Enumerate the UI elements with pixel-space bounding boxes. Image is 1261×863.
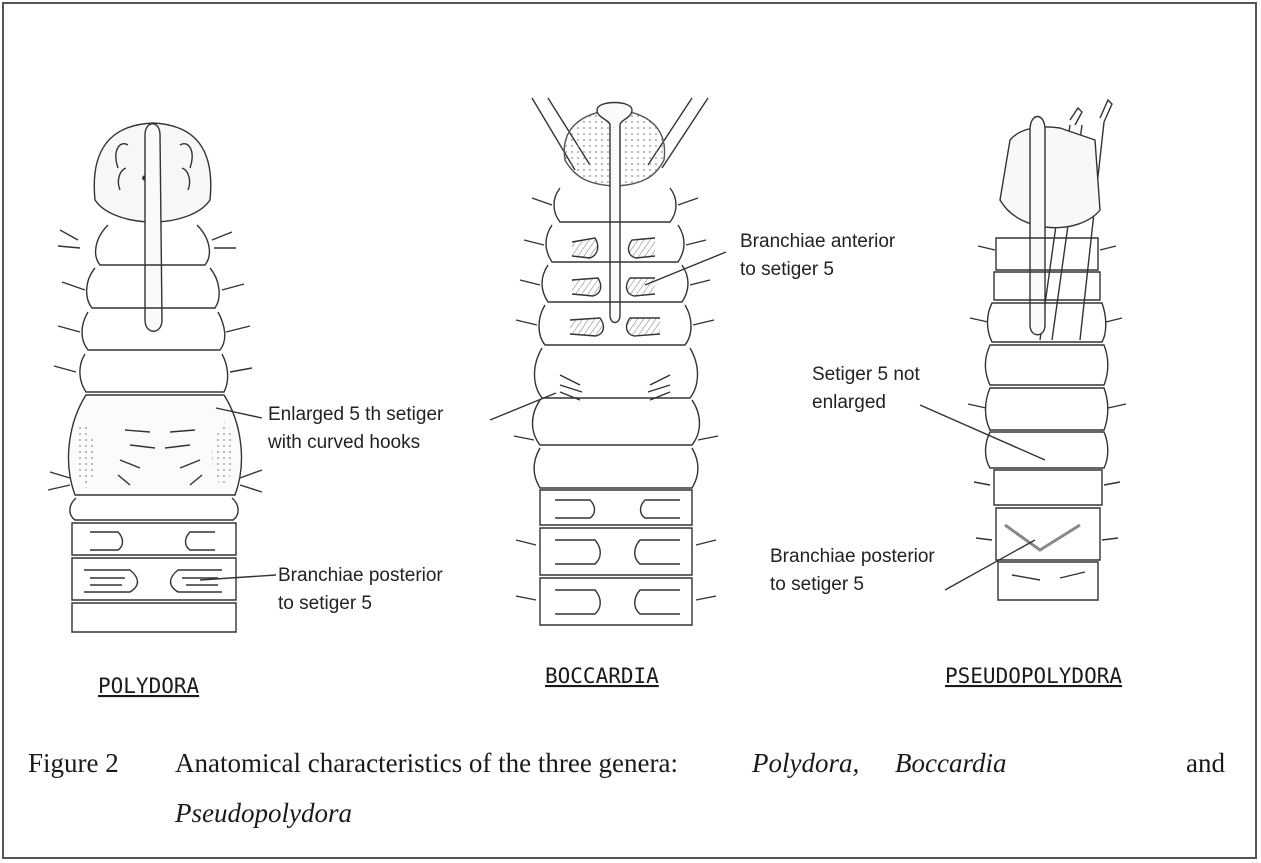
annotation-polydora-branchiae-2: to setiger 5: [278, 593, 372, 614]
annotation-pseudo-setiger-2: enlarged: [812, 392, 886, 413]
annotation-boccardia-branchiae-2: to setiger 5: [740, 259, 834, 280]
caption-genus-boccardia: Boccardia: [895, 748, 1006, 778]
caption-line-2: Pseudopolydora: [174, 798, 352, 828]
annotation-boccardia-branchiae-1: Branchiae anterior: [740, 231, 896, 252]
caption-conjunction: and: [1186, 748, 1225, 778]
genus-label-boccardia: BOCCARDIA: [545, 664, 659, 688]
annotation-pseudo-setiger-1: Setiger 5 not: [812, 364, 920, 385]
annotation-polydora-setiger-1: Enlarged 5 th setiger: [268, 404, 444, 425]
genus-label-polydora: POLYDORA: [98, 674, 200, 698]
genus-label-pseudopolydora: PSEUDOPOLYDORA: [945, 664, 1122, 688]
annotation-pseudo-branchiae-2: to setiger 5: [770, 574, 864, 595]
annotation-pseudo-branchiae-1: Branchiae posterior: [770, 546, 935, 567]
caption-label: Figure 2: [28, 748, 119, 778]
caption-text: Anatomical characteristics of the three …: [175, 748, 678, 778]
annotation-polydora-setiger-2: with curved hooks: [267, 432, 420, 453]
annotation-polydora-branchiae-1: Branchiae posterior: [278, 565, 443, 586]
caption-genus-polydora: Polydora,: [751, 748, 859, 778]
